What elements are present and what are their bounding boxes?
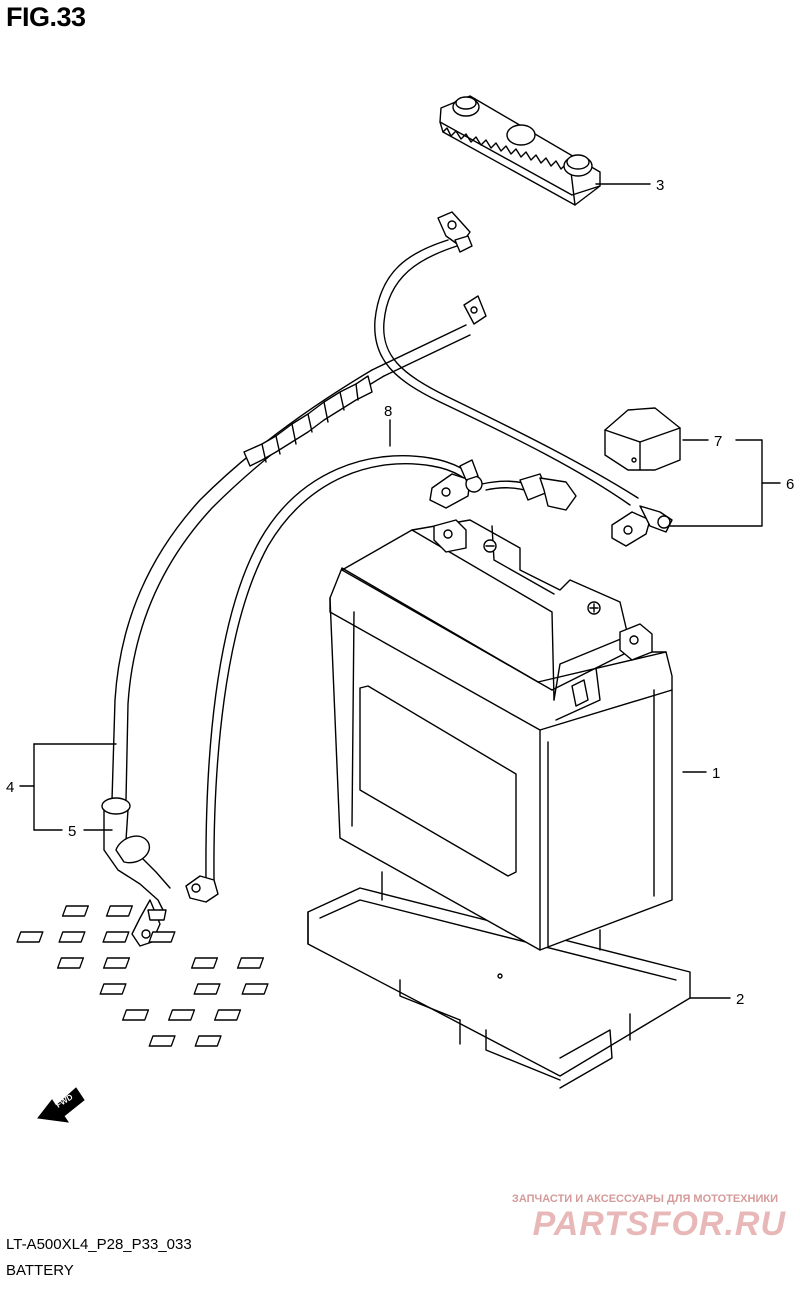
callout-6: 6	[786, 476, 794, 493]
callout-4: 4	[6, 779, 14, 796]
terminal-cap-7	[604, 407, 681, 471]
terminal-cover-strip	[439, 95, 601, 206]
callout-2: 2	[736, 991, 744, 1008]
callout-3: 3	[656, 177, 664, 194]
callout-8: 8	[384, 403, 392, 420]
figure-title: FIG.33	[6, 2, 86, 32]
battery-1	[329, 519, 673, 951]
watermark-tagline: ЗАПЧАСТИ И АКСЕССУАРЫ ДЛЯ МОТОТЕХНИКИ	[511, 1193, 778, 1205]
figure-caption: BATTERY	[6, 1262, 74, 1279]
battery-cable-4	[101, 295, 487, 947]
callout-5: 5	[68, 823, 76, 840]
watermark-logo: PARTSFOR.RU	[532, 1205, 786, 1243]
fwd-arrow-icon: FWD	[37, 1087, 85, 1123]
callout-7: 7	[714, 433, 722, 450]
battery-tray-2	[16, 871, 691, 1089]
figure-code: LT-A500XL4_P28_P33_033	[6, 1236, 192, 1253]
leader-lines	[19, 183, 781, 999]
cable-harness-6	[374, 211, 673, 547]
callout-1: 1	[712, 765, 720, 782]
lead-wire-8	[185, 455, 577, 903]
